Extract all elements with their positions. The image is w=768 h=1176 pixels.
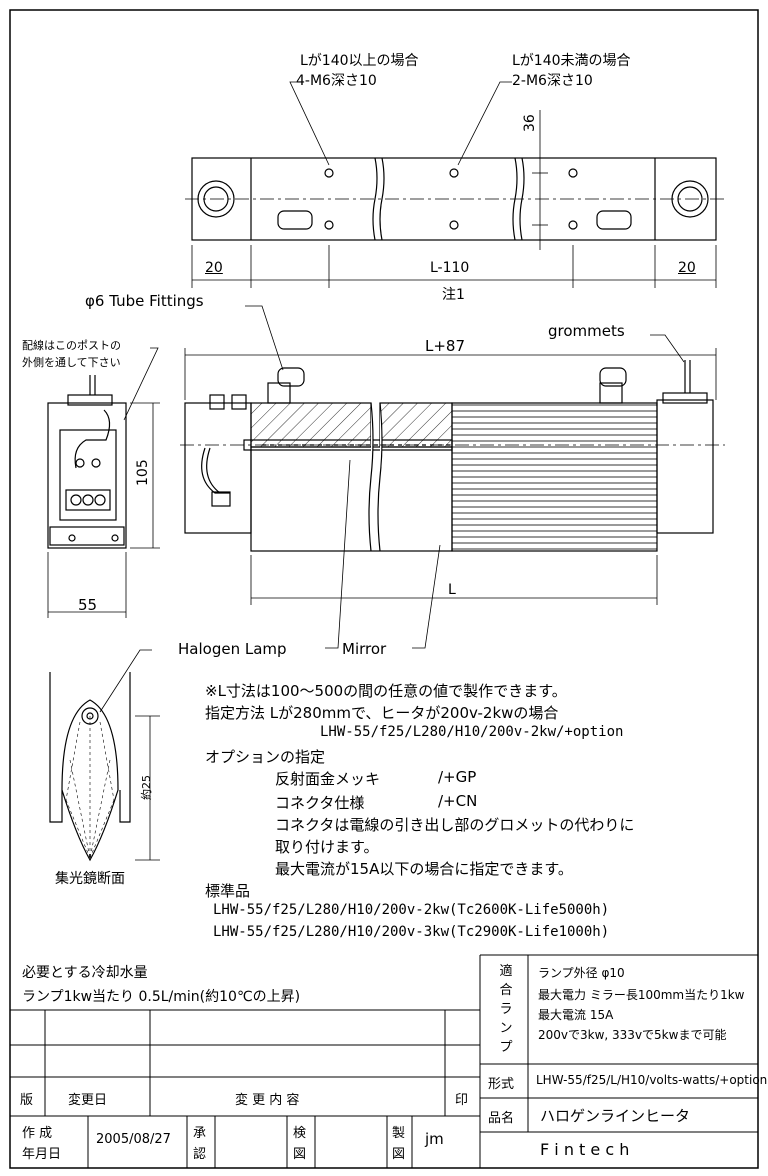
model-value: LHW-55/f25/L/H10/volts-watts/+option bbox=[536, 1073, 768, 1087]
note-tap-small: Lが140未満の場合 bbox=[512, 53, 631, 69]
cooling-value: ランプ1kw当たり 0.5L/min(約10℃の上昇) bbox=[22, 989, 301, 1005]
halogen-lamp-label: Halogen Lamp bbox=[178, 640, 287, 658]
draw-label-2: 図 bbox=[392, 1147, 406, 1162]
dim-l-110: L-110 bbox=[430, 260, 470, 276]
approve-label-1: 承 bbox=[193, 1126, 207, 1141]
wiring-note-line2: 外側を通して下さい bbox=[22, 356, 121, 369]
note-line: ※L寸法は100～500の間の任意の値で製作できます。 bbox=[205, 682, 567, 700]
lamp-header-char: 合 bbox=[499, 983, 513, 998]
note-tap-large: Lが140以上の場合 bbox=[300, 53, 419, 69]
note-line: LHW-55/f25/L280/H10/200v-2kw(Tc2600K-Lif… bbox=[213, 902, 610, 918]
dim-20-right: 20 bbox=[678, 260, 696, 276]
dim-l: L bbox=[448, 582, 456, 598]
rev-content-label: 変 更 内 容 bbox=[235, 1093, 300, 1108]
wiring-note-line1: 配線はこのポストの bbox=[22, 339, 121, 352]
top-view bbox=[185, 81, 725, 288]
note-line: コネクタ仕様 bbox=[275, 794, 365, 812]
note-line: 最大電流が15A以下の場合に指定できます。 bbox=[275, 860, 573, 878]
check-label-2: 図 bbox=[293, 1147, 307, 1162]
company-name: F i n t e c h bbox=[540, 1140, 630, 1159]
dim-55: 55 bbox=[78, 596, 98, 614]
grommets-label: grommets bbox=[548, 322, 625, 340]
note-line: 標準品 bbox=[205, 882, 251, 900]
note-line: 取り付けます。 bbox=[275, 838, 379, 856]
side-view bbox=[47, 347, 160, 618]
note-line: 指定方法 Lが280mmで、ヒータが200v-2kwの場合 bbox=[205, 704, 559, 722]
note-line: LHW-55/f25/L280/H10/200v-3kw(Tc2900K-Lif… bbox=[213, 924, 610, 940]
model-label: 形式 bbox=[488, 1077, 515, 1092]
drawing-border bbox=[9, 9, 759, 1169]
dim-20-left: 20 bbox=[205, 260, 223, 276]
name-label: 品名 bbox=[488, 1111, 515, 1126]
lamp-spec-line: 最大電流 15A bbox=[538, 1008, 614, 1022]
seal-label: 印 bbox=[455, 1093, 469, 1108]
front-view bbox=[180, 305, 725, 649]
rev-label: 版 bbox=[20, 1093, 34, 1108]
section-view bbox=[49, 649, 160, 862]
note-line: LHW-55/f25/L280/H10/200v-2kw/+option bbox=[320, 724, 624, 740]
dim-25: 約25 bbox=[140, 775, 153, 800]
lamp-header-char: プ bbox=[499, 1040, 513, 1055]
lamp-header-char: ン bbox=[499, 1021, 513, 1036]
dim-105: 105 bbox=[135, 459, 151, 486]
note-line: 反射面金メッキ bbox=[275, 770, 381, 788]
draw-label-1: 製 bbox=[392, 1126, 406, 1141]
created-date: 2005/08/27 bbox=[96, 1132, 171, 1147]
note-line: /+CN bbox=[438, 792, 478, 810]
title-block bbox=[10, 954, 758, 1168]
note-tap-small-spec: 2-M6深さ10 bbox=[512, 73, 593, 89]
dim-36: 36 bbox=[522, 114, 538, 132]
note-1: 注1 bbox=[442, 287, 465, 303]
lamp-header: 適 合 ラ ン プ bbox=[494, 962, 518, 1057]
mirror-label: Mirror bbox=[342, 640, 387, 658]
lamp-spec-line: ランプ外径 φ10 bbox=[538, 966, 625, 980]
lamp-spec-line: 200vで3kw, 333vで5kwまで可能 bbox=[538, 1028, 727, 1042]
created-label-1: 作 成 bbox=[22, 1126, 53, 1141]
lamp-header-char: 適 bbox=[499, 964, 513, 979]
lamp-header-char: ラ bbox=[499, 1002, 513, 1017]
approve-label-2: 認 bbox=[193, 1147, 207, 1162]
drafter-initials: jm bbox=[425, 1130, 444, 1148]
created-label-2: 年月日 bbox=[22, 1147, 62, 1162]
note-line: /+GP bbox=[438, 768, 477, 786]
note-line: オプションの指定 bbox=[205, 748, 326, 766]
cooling-title: 必要とする冷却水量 bbox=[22, 965, 148, 981]
lamp-spec-line: 最大電力 ミラー長100mm当たり1kw bbox=[538, 988, 745, 1002]
rev-date-label: 変更日 bbox=[68, 1093, 108, 1108]
section-caption: 集光鏡断面 bbox=[55, 871, 125, 887]
tube-fittings-label: φ6 Tube Fittings bbox=[85, 292, 204, 310]
note-line: コネクタは電線の引き出し部のグロメットの代わりに bbox=[275, 816, 635, 834]
name-value: ハロゲンラインヒータ bbox=[540, 1107, 691, 1125]
dim-l-plus-87: L+87 bbox=[425, 337, 466, 355]
check-label-1: 検 bbox=[293, 1126, 307, 1141]
note-tap-large-spec: 4-M6深さ10 bbox=[296, 73, 377, 89]
